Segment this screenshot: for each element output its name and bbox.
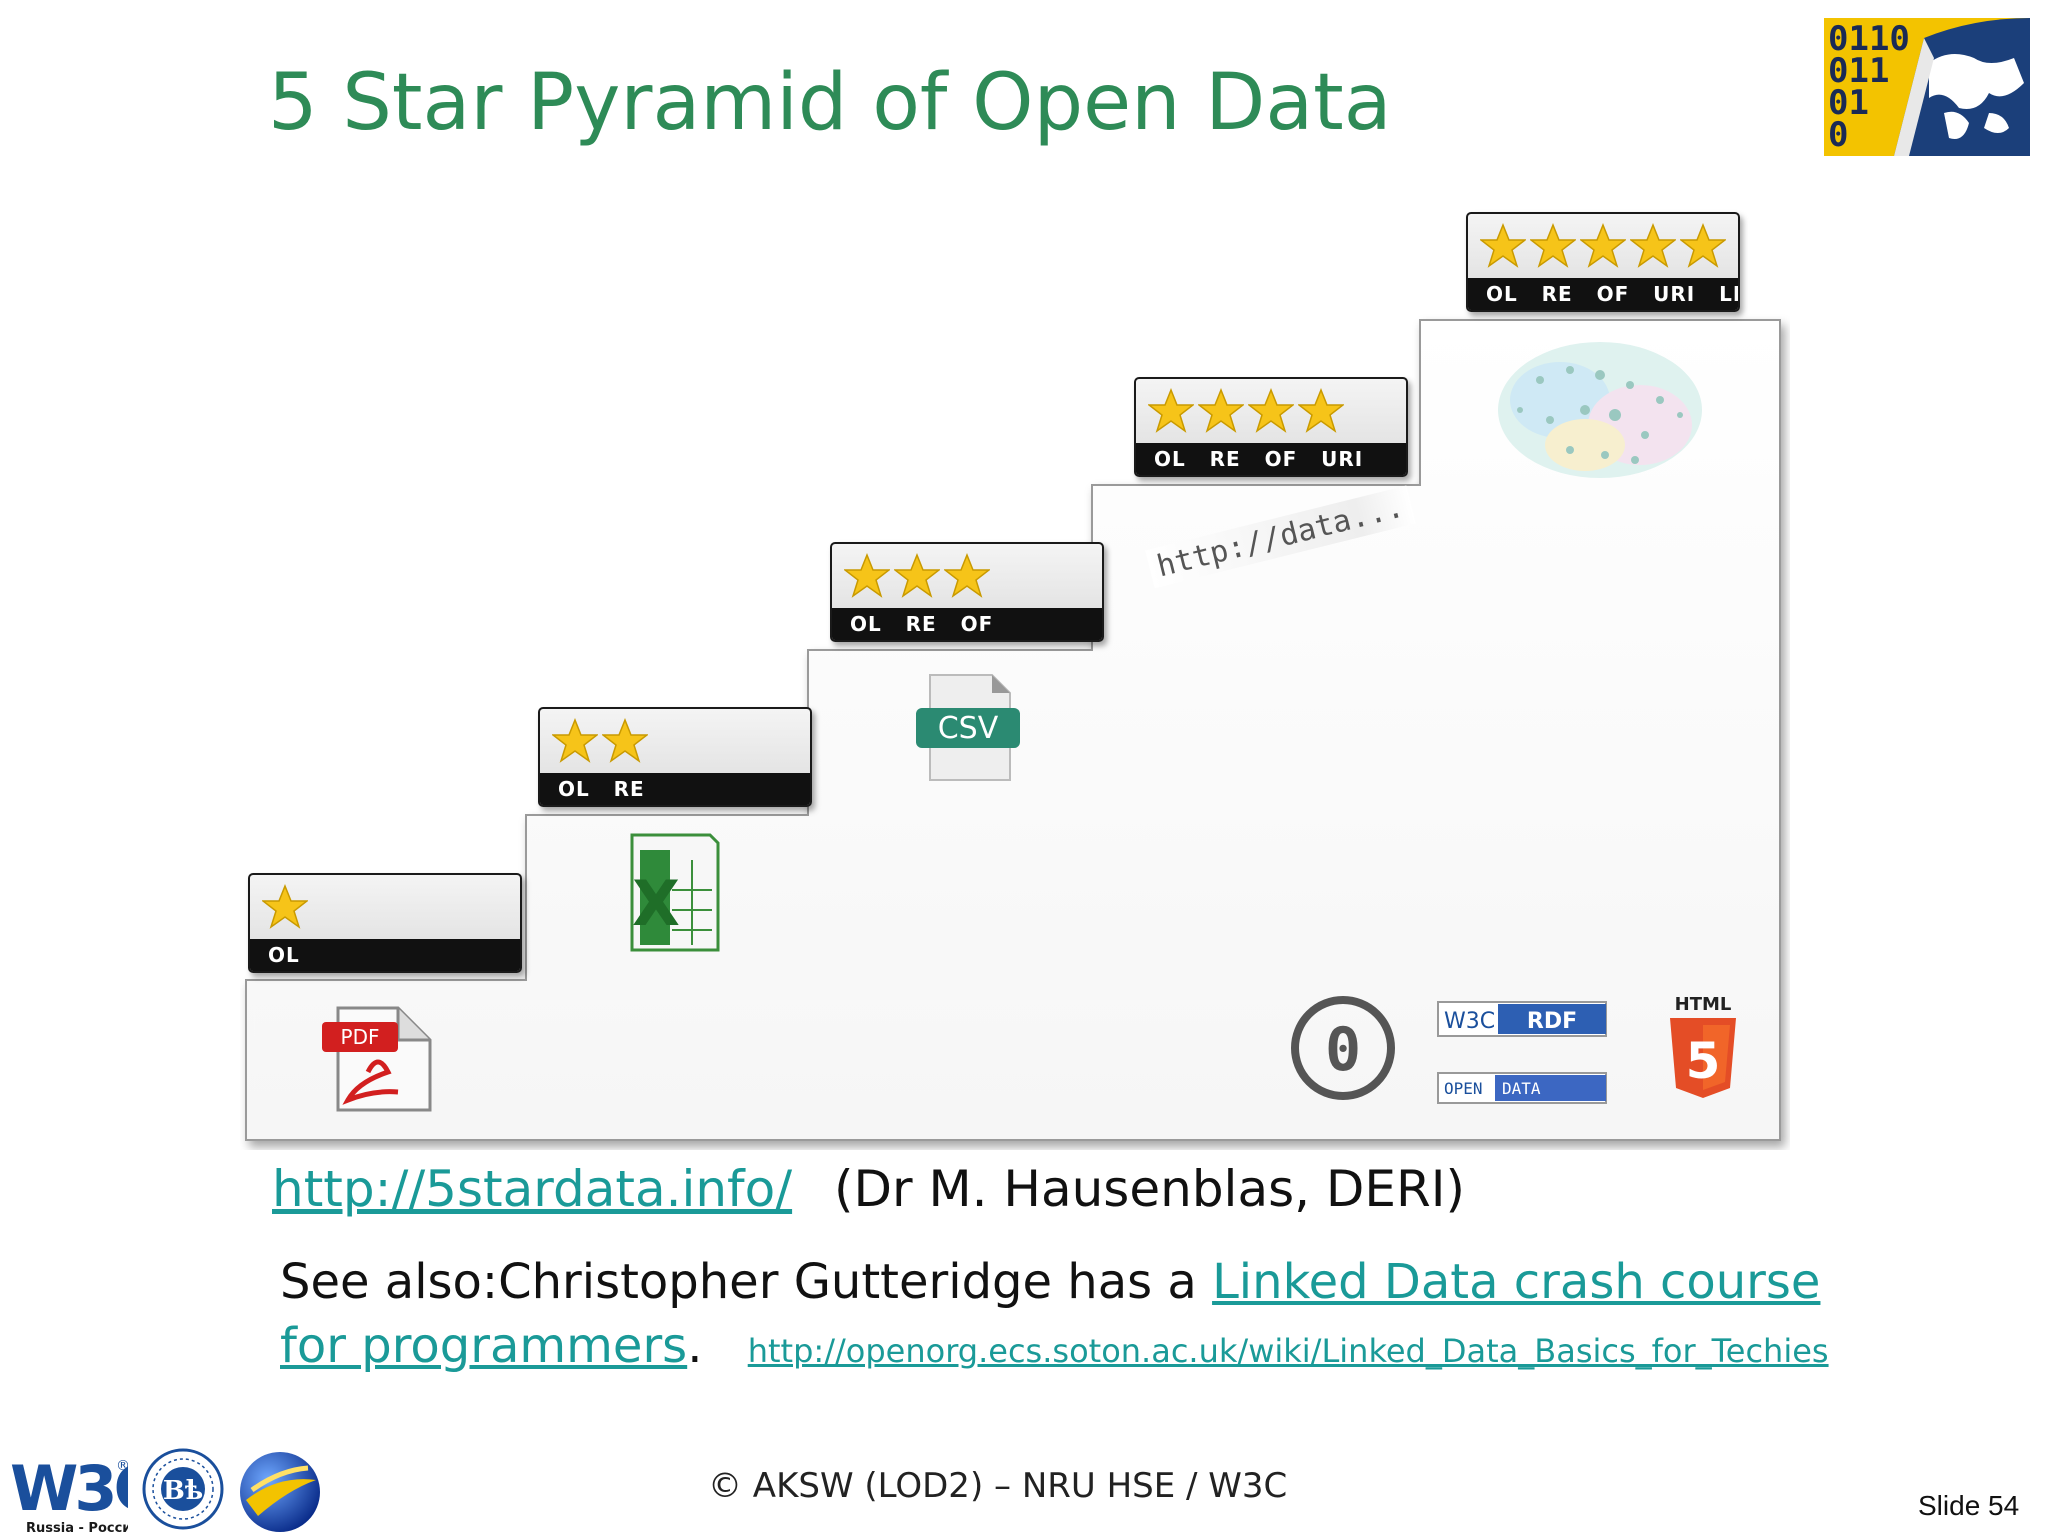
- five-star-badge: OL RE OF URI LD: [1466, 212, 1740, 312]
- star-icon: [944, 553, 990, 598]
- three-star-badge: OL RE OF: [830, 542, 1104, 642]
- cc-zero-icon: 0: [1291, 996, 1395, 1100]
- svg-text:HTML: HTML: [1675, 994, 1732, 1015]
- star-rating: [262, 881, 308, 933]
- star-icon: [552, 718, 598, 763]
- star-icon: [1630, 223, 1676, 268]
- svg-text:0: 0: [1325, 1015, 1361, 1085]
- svg-text:0110: 0110: [1828, 19, 1910, 59]
- badge-labels: OL RE OF URI: [1136, 443, 1406, 475]
- star-icon: [262, 884, 308, 929]
- globe-logo: [240, 1452, 320, 1532]
- svg-text:PDF: PDF: [341, 1025, 380, 1049]
- see-also-text: See also:Christopher Gutteridge has a: [280, 1254, 1213, 1310]
- open-data-globe-logo: 0110 011 01 0: [1824, 18, 2030, 156]
- hse-university-logo: Вѣ: [142, 1448, 224, 1530]
- badge-labels: OL: [250, 939, 520, 971]
- svg-text:W3C: W3C: [10, 1452, 128, 1525]
- star-icon: [1680, 223, 1726, 268]
- four-star-badge: OL RE OF URI: [1134, 377, 1408, 477]
- star-icon: [1580, 223, 1626, 268]
- star-icon: [894, 553, 940, 598]
- footer-copyright: © AKSW (LOD2) – NRU HSE / W3C: [708, 1466, 1288, 1506]
- svg-text:Вѣ: Вѣ: [163, 1476, 203, 1506]
- star-icon: [844, 553, 890, 598]
- svg-text:01: 01: [1828, 83, 1869, 123]
- see-also-period: .: [687, 1318, 703, 1374]
- crash-course-link[interactable]: Linked Data crash course for programmers: [280, 1254, 1821, 1374]
- badge-labels: OL RE OF URI LD: [1468, 278, 1738, 310]
- star-icon: [1530, 223, 1576, 268]
- svg-text:011: 011: [1828, 51, 1889, 91]
- svg-text:0: 0: [1828, 115, 1848, 155]
- svg-text:Russia - Россия: Russia - Россия: [26, 1521, 128, 1536]
- star-rating: [552, 715, 648, 767]
- star-rating: [1148, 385, 1344, 437]
- svg-text:®: ®: [116, 1458, 128, 1474]
- source-credit: (Dr M. Hausenblas, DERI): [834, 1160, 1466, 1218]
- five-star-staircase: PDF X CSV 0: [245, 319, 1781, 1141]
- star-icon: [1298, 388, 1344, 433]
- open-data-icon: OPEN DATA: [1437, 1072, 1607, 1104]
- two-star-badge: OL RE: [538, 707, 812, 807]
- excel-icon: X: [630, 833, 720, 952]
- star-icon: [1248, 388, 1294, 433]
- 5stardata-link[interactable]: http://5stardata.info/: [272, 1160, 793, 1218]
- star-rating: [844, 550, 990, 602]
- slide-number: Slide 54: [1918, 1490, 2020, 1521]
- svg-text:RDF: RDF: [1527, 1009, 1577, 1034]
- linked-data-cloud-image: [1498, 342, 1702, 478]
- star-icon: [1148, 388, 1194, 433]
- slide-title: 5 Star Pyramid of Open Data: [268, 58, 1392, 148]
- pdf-icon: PDF: [322, 1006, 432, 1112]
- source-line: http://5stardata.info/ (Dr M. Hausenblas…: [272, 1160, 1465, 1218]
- star-icon: [1198, 388, 1244, 433]
- svg-text:X: X: [632, 867, 680, 940]
- techies-url-link[interactable]: http://openorg.ecs.soton.ac.uk/wiki/Link…: [747, 1332, 1829, 1370]
- svg-text:5: 5: [1686, 1032, 1721, 1090]
- one-star-badge: OL: [248, 873, 522, 973]
- svg-text:OPEN: OPEN: [1444, 1079, 1483, 1098]
- see-also-paragraph: See also:Christopher Gutteridge has a Li…: [280, 1250, 1840, 1383]
- star-icon: [1480, 223, 1526, 268]
- star-icon: [602, 718, 648, 763]
- badge-labels: OL RE: [540, 773, 810, 805]
- star-rating: [1480, 220, 1726, 272]
- svg-text:CSV: CSV: [938, 711, 999, 746]
- w3c-russia-logo: W3C ® Russia - Россия: [10, 1452, 128, 1536]
- svg-text:W3C: W3C: [1444, 1009, 1495, 1034]
- html5-icon: HTML 5: [1670, 994, 1736, 1098]
- svg-text:DATA: DATA: [1502, 1079, 1541, 1098]
- w3c-rdf-icon: W3C RDF: [1437, 1001, 1607, 1037]
- csv-icon: CSV: [916, 674, 1020, 781]
- badge-labels: OL RE OF: [832, 608, 1102, 640]
